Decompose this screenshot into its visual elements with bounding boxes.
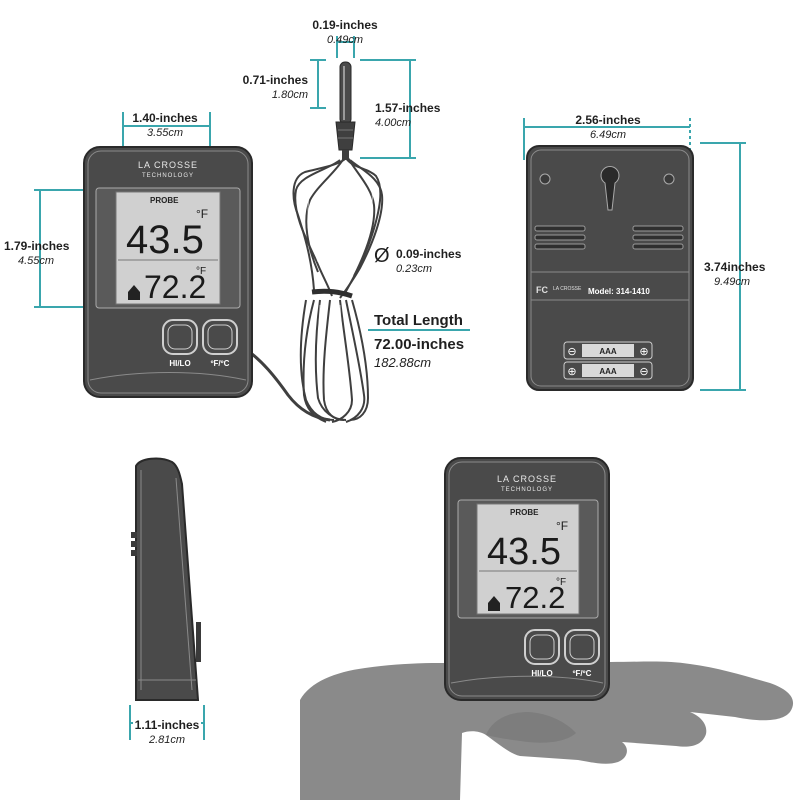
hand-probe-temp: 43.5	[487, 531, 561, 573]
total-length-title: Total Length	[374, 312, 463, 329]
probe-length-cm: 4.00cm	[375, 117, 412, 129]
screen-height-dimension: 1.79-inches 4.55cm	[4, 238, 69, 267]
battery-label-1: AAA	[599, 347, 617, 356]
screen-width-inches: 1.40-inches	[132, 111, 198, 125]
total-length-cm: 182.88cm	[374, 355, 432, 370]
home-icon	[128, 285, 140, 300]
total-length-inches: 72.00-inches	[374, 336, 465, 353]
probe-wire	[243, 157, 384, 423]
hand-brand-line1: LA CROSSE	[497, 474, 557, 484]
body-width-dimension: 2.56-inches 6.49cm	[562, 112, 654, 141]
depth-cm: 2.81cm	[148, 734, 186, 746]
depth-dimension: 1.11-inches 2.81cm	[125, 717, 209, 746]
screen-width-dimension: 1.40-inches 3.55cm	[120, 110, 210, 139]
dimension-lines	[34, 36, 746, 740]
probe-length-inches: 1.57-inches	[375, 101, 441, 115]
probe-tip-dimension: 0.19-inches 0.49cm	[300, 17, 390, 46]
body-width-cm: 6.49cm	[589, 129, 627, 141]
diameter-symbol: Ø	[374, 245, 390, 267]
brand-line2: TECHNOLOGY	[142, 173, 194, 179]
svg-text:⊖: ⊖	[567, 346, 576, 358]
hand-probe-unit: °F	[556, 519, 568, 533]
probe-width-dimension: 0.71-inches 1.80cm	[220, 72, 308, 101]
probe-width-inches: 0.71-inches	[242, 73, 308, 87]
body-width-inches: 2.56-inches	[575, 113, 641, 127]
probe-label: PROBE	[150, 196, 179, 205]
probe-tip-inches: 0.19-inches	[312, 18, 378, 32]
side-device	[131, 457, 201, 701]
total-length-dimension: Total Length	[374, 313, 463, 329]
brand-line1: LA CROSSE	[138, 160, 198, 170]
screen-height-cm: 4.55cm	[18, 255, 55, 267]
screen-height-inches: 1.79-inches	[4, 239, 70, 253]
unit-label: ºF/ºC	[211, 359, 230, 368]
hand-hilo-label: HI/LO	[531, 669, 552, 678]
depth-inches: 1.11-inches	[132, 718, 202, 732]
svg-text:⊕: ⊕	[639, 346, 648, 358]
total-length-values: 72.00-inches 182.88cm	[374, 337, 464, 371]
probe-length-dimension: 1.57-inches 4.00cm	[375, 100, 440, 129]
hand-indoor-temp: 72.2	[505, 580, 565, 615]
screen-width-cm: 3.55cm	[146, 127, 184, 139]
probe-temp: 43.5	[126, 218, 204, 262]
front-device: LA CROSSE TECHNOLOGY PROBE 43.5 °F 72.2 …	[83, 146, 253, 398]
hilo-label: HI/LO	[169, 359, 190, 368]
hand-unit-label: ºF/ºC	[573, 669, 592, 678]
probe	[335, 61, 356, 160]
body-height-dimension: 3.74inches 9.49cm	[704, 259, 765, 288]
indoor-temp: 72.2	[144, 269, 206, 305]
probe-width-cm: 1.80cm	[271, 89, 308, 101]
model-number: Model: 314-1410	[588, 287, 650, 296]
hand-brand-line2: TECHNOLOGY	[501, 487, 553, 493]
hand-indoor-unit: °F	[556, 577, 566, 588]
hand-device: LA CROSSE TECHNOLOGY PROBE 43.5 °F 72.2 …	[444, 457, 610, 701]
svg-text:FC: FC	[536, 285, 548, 295]
body-height-cm: 9.49cm	[714, 276, 751, 288]
back-device: FC LA CROSSE Model: 314-1410 AAA ⊖ ⊕ AAA…	[526, 145, 694, 391]
svg-text:⊖: ⊖	[639, 366, 648, 378]
hand-thumb	[486, 712, 576, 743]
indoor-unit: °F	[196, 266, 206, 277]
svg-text:LA CROSSE: LA CROSSE	[553, 286, 582, 292]
body-height-inches: 3.74inches	[704, 260, 766, 274]
wire-diameter-cm: 0.23cm	[396, 263, 433, 275]
probe-unit: °F	[196, 207, 208, 221]
battery-label-2: AAA	[599, 367, 617, 376]
hand-probe-label: PROBE	[510, 508, 539, 517]
wire-diameter-inches: 0.09-inches	[396, 247, 462, 261]
svg-text:⊕: ⊕	[567, 366, 576, 378]
probe-tip-cm: 0.49cm	[326, 34, 364, 46]
